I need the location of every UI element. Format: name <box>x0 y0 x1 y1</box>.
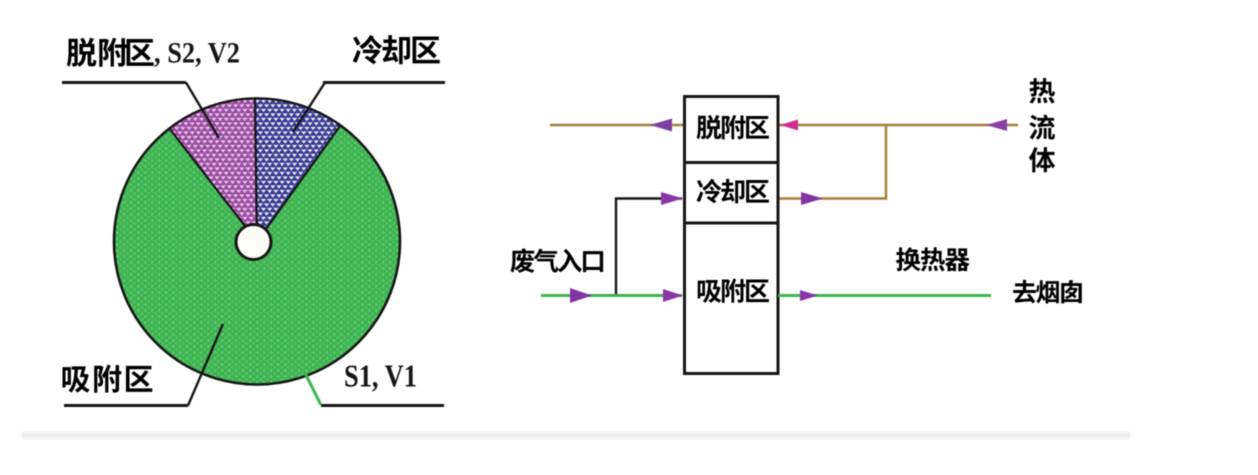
svg-text:, S2, V2: , S2, V2 <box>154 37 240 70</box>
svg-text:S1, V1: S1, V1 <box>344 358 417 394</box>
